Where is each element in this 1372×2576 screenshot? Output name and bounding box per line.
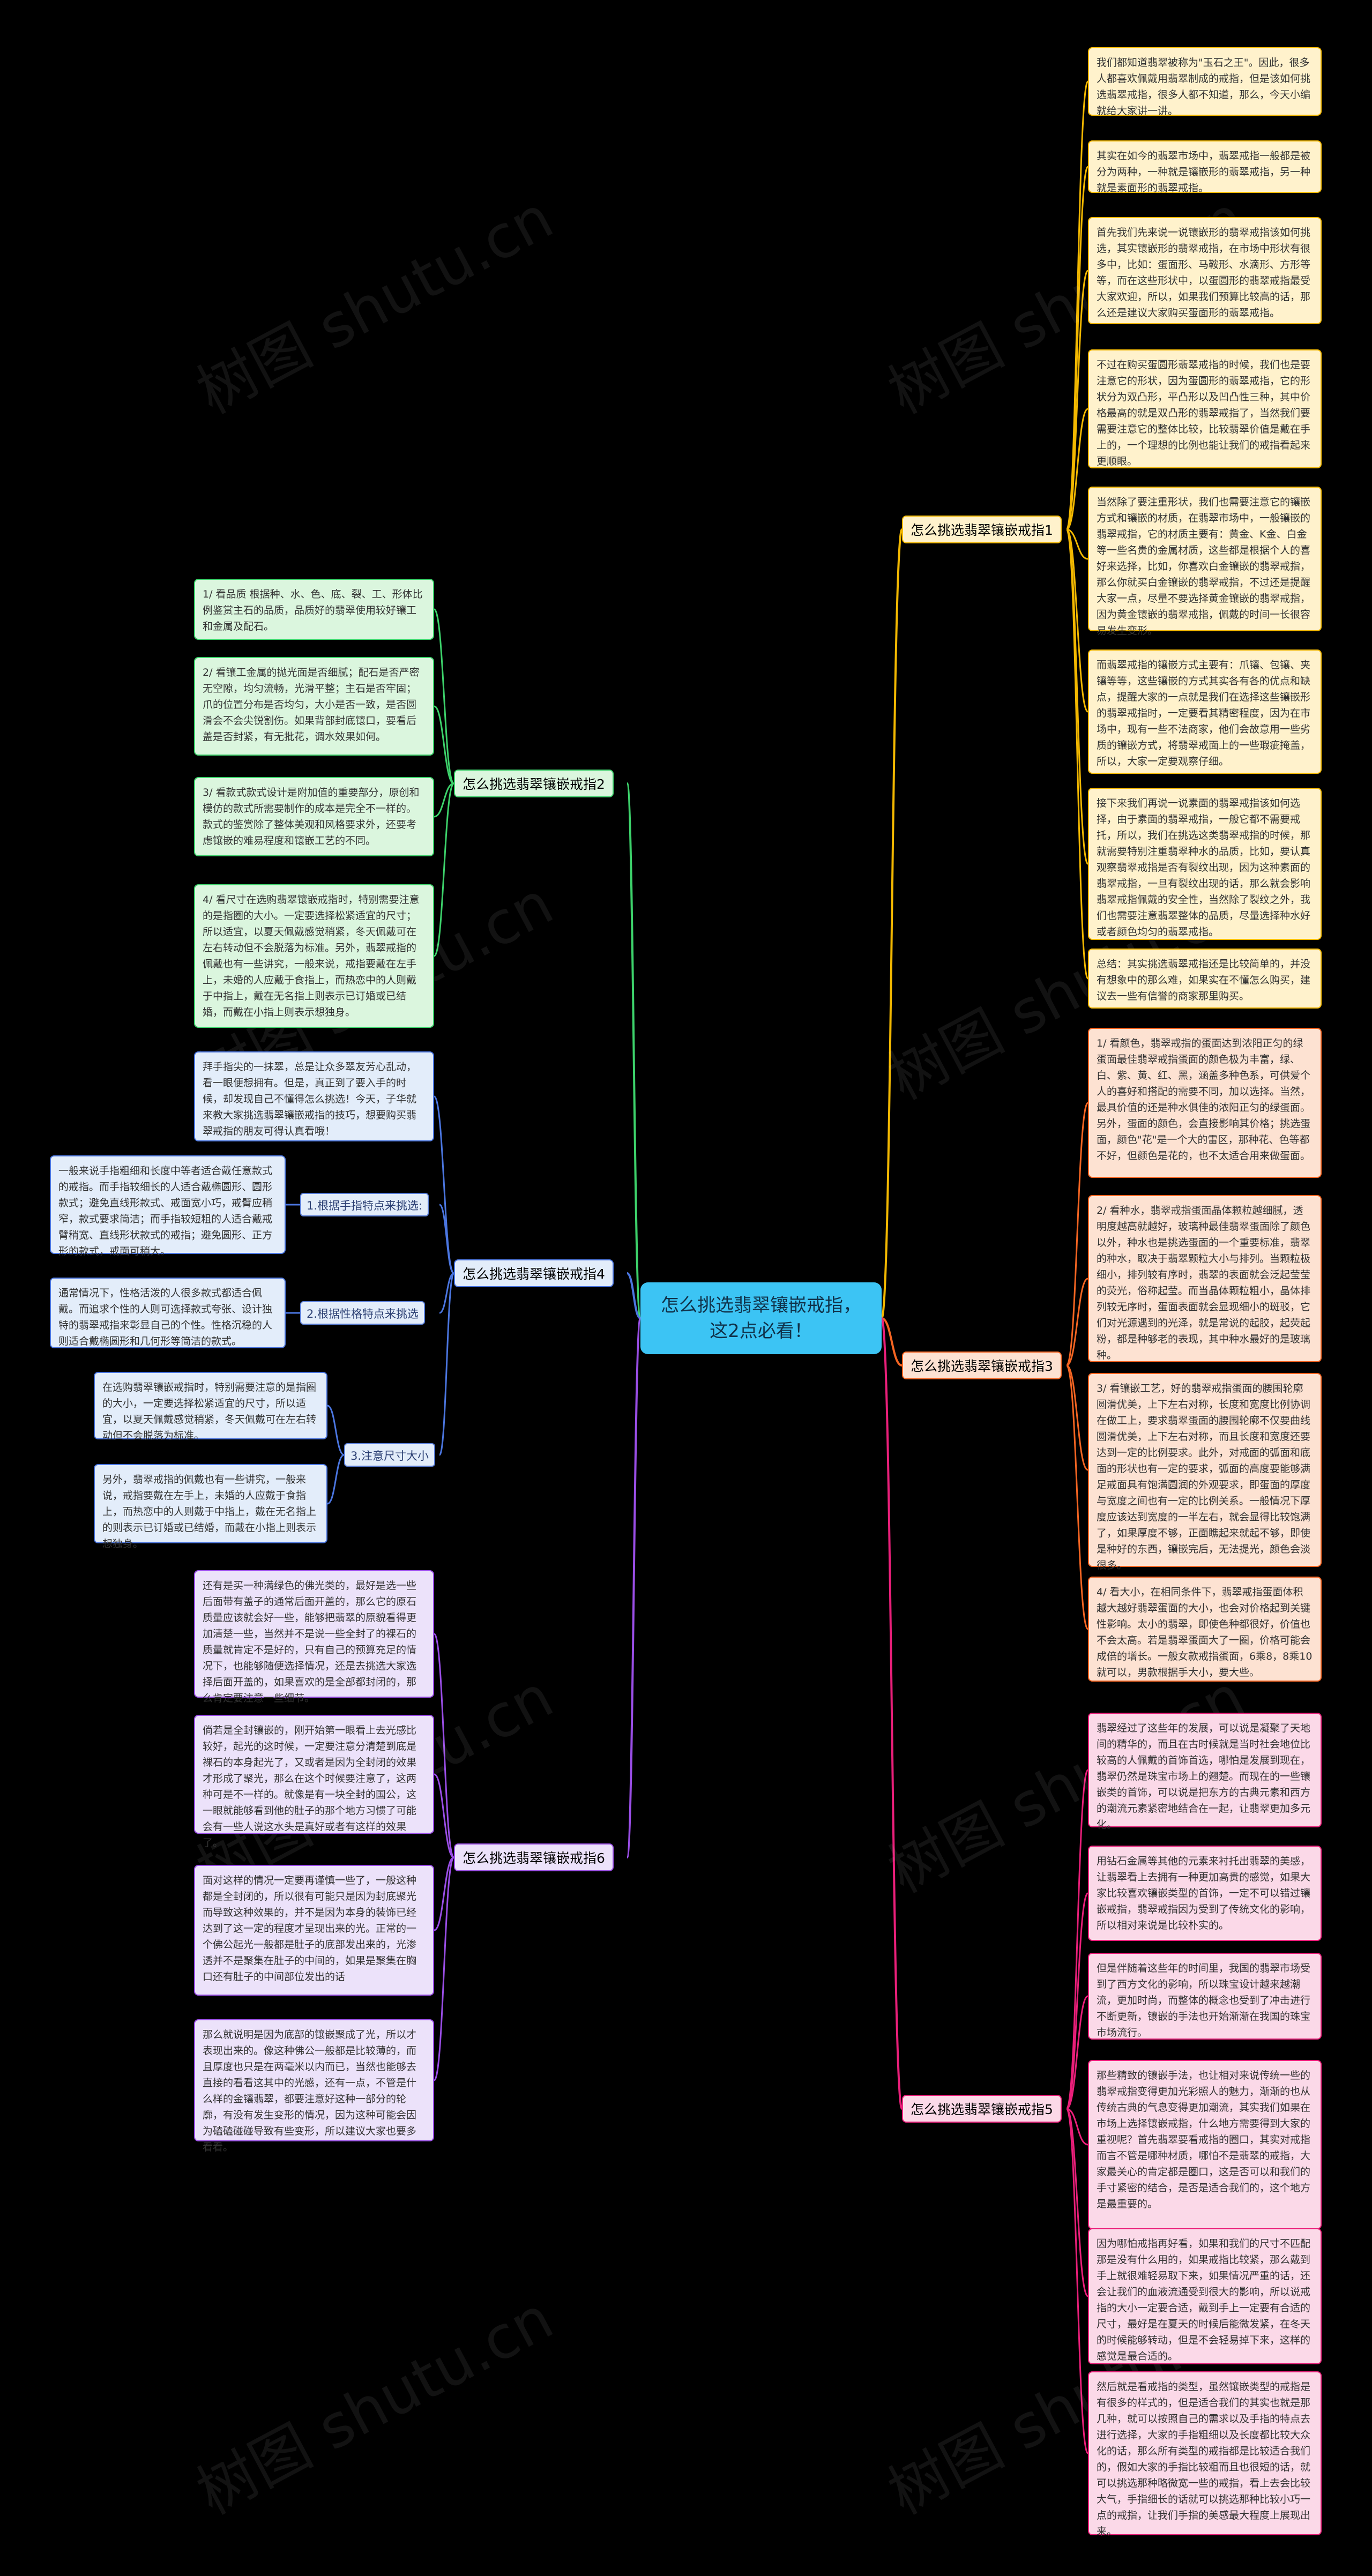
branch-4-sub-1-leaf: 一般来说手指粗细和长度中等者适合戴任意款式的戒指。而手指较细长的人适合戴椭圆形、… [50, 1155, 286, 1257]
branch-1-leaf: 接下来我们再说一说素面的翡翠戒指该如何选择，由于素面的翡翠戒指，一般它都不需要戒… [1088, 788, 1322, 940]
connector-line [434, 782, 454, 818]
branch-4-sub-1[interactable]: 1.根据手指特点来挑选: [300, 1193, 429, 1216]
branch-1-leaf: 我们都知道翡翠被称为"玉石之王"。因此，很多人都喜欢佩戴用翡翠制成的戒指，但是该… [1088, 47, 1322, 117]
branch-4-sub-3[interactable]: 3.注意尺寸大小 [344, 1443, 436, 1467]
connector-line [433, 1633, 455, 1858]
branch-5[interactable]: 怎么挑选翡翠镶嵌戒指5 [902, 2095, 1062, 2123]
branch-1-leaf: 而翡翠戒指的镶嵌方式主要有：爪镶、包镶、夹镶等等，这些镶嵌的方式其实各有各的优点… [1088, 649, 1322, 774]
branch-1-leaf: 当然除了要注重形状，我们也需要注意它的镶嵌方式和镶嵌的材质，在翡翠市场中，一般镶… [1088, 487, 1322, 637]
connector-line [1065, 2108, 1089, 2454]
branch-3-leaf: 2/ 看种水，翡翠戒指蛋面晶体颗粒越细腻，透明度越高就越好，玻璃种最佳翡翠蛋面除… [1088, 1195, 1322, 1362]
branch-6-leaf: 还有是买一种满绿色的佛光类的，最好是选一些后面带有盖子的通常后面开盖的，那么它的… [194, 1570, 434, 1704]
branch-5-leaf: 翡翠经过了这些年的发展，可以说是凝聚了天地间的精华的，而且在古时候就是当时社会地… [1088, 1713, 1322, 1831]
connector-line [433, 1856, 455, 2081]
branch-5-leaf: 用钻石金属等其他的元素来衬托出翡翠的美感，让翡翠看上去拥有一种更加高贵的感觉，如… [1088, 1846, 1322, 1941]
connector-line [881, 1317, 903, 2110]
branch-2-leaf: 1/ 看品质 根据种、水、色、底、裂、工、形体比例鉴赏主石的品质，品质好的翡翠使… [194, 579, 434, 640]
root-topic[interactable]: 怎么挑选翡翠镶嵌戒指，这2点必看！ [640, 1282, 882, 1354]
connector-line [626, 782, 642, 1319]
branch-6-leaf: 那么就说明是因为底部的镶嵌聚成了光，所以才表现出来的。像这种佛公一般都是比较薄的… [194, 2019, 434, 2153]
branch-3-leaf: 1/ 看颜色，翡翠戒指的蛋面达到浓阳正匀的绿蛋面最佳翡翠戒指蛋面的颜色极为丰富，… [1088, 1028, 1322, 1178]
connector-line [626, 1317, 642, 1858]
connector-line [1066, 2108, 1088, 2146]
branch-3-leaf: 3/ 看镶嵌工艺，好的翡翠戒指蛋面的腰围轮廓圆滑优美，上下左右对称，长度和宽度比… [1088, 1373, 1322, 1571]
connector-line [434, 1856, 454, 1931]
branch-6[interactable]: 怎么挑选翡翠镶嵌戒指6 [454, 1843, 614, 1871]
connector-line [438, 1272, 455, 1456]
connector-line [1065, 528, 1089, 980]
connector-line [1065, 528, 1089, 865]
connector-line [1065, 2108, 1089, 2297]
connector-line [1065, 270, 1089, 531]
connector-line [439, 1272, 454, 1314]
branch-1-leaf: 不过在购买蛋圆形翡翠戒指的时候，我们也是要注意它的形状，因为蛋圆形的翡翠戒指，它… [1088, 349, 1322, 468]
connector-line [1066, 1364, 1088, 1471]
branch-3-leaf: 4/ 看大小，在相同条件下，翡翠戒指蛋面体积越大越好翡翠蛋面的大小，也会对价格起… [1088, 1577, 1322, 1682]
branch-2-leaf: 4/ 看尺寸在选购翡翠镶嵌戒指时，特别需要注意的是指圈的大小。一定要选择松紧适宜… [194, 884, 434, 1028]
branch-1-leaf: 首先我们先来说一说镶嵌形的翡翠戒指该如何挑选，其实镶嵌形的翡翠戒指，在市场中形状… [1088, 217, 1322, 324]
connector-line [327, 1405, 345, 1456]
branch-4-sub-3-leaf: 另外，翡翠戒指的佩戴也有一些讲究，一般来说，戒指要戴在左手上，未婚的人应戴于食指… [94, 1464, 327, 1550]
connector-line [1065, 528, 1089, 713]
connector-line [1066, 1278, 1088, 1367]
branch-6-leaf: 面对这样的情况一定要再谨慎一些了，一般这种都是全封闭的，所以很有可能只是因为封底… [194, 1865, 434, 1996]
connector-line [1065, 1769, 1089, 2110]
connector-line [434, 705, 454, 785]
branch-4-sub-2[interactable]: 2.根据性格特点来挑选 [300, 1301, 426, 1325]
branch-4-intro: 拜手指尖的一抹翠，总是让众多翠友芳心乱动，看一眼便想拥有。但是，真正到了要入手的… [194, 1051, 434, 1141]
connector-line [1065, 1892, 1089, 2110]
branch-5-leaf: 然后就是看戒指的类型，虽然镶嵌类型的戒指是有很多的样式的，但是适合我们的其实也就… [1088, 2371, 1322, 2537]
connector-line [434, 1773, 454, 1858]
branch-3[interactable]: 怎么挑选翡翠镶嵌戒指3 [902, 1352, 1062, 1379]
branch-6-leaf: 倘若是全封镶嵌的，刚开始第一眼看上去光感比较好，起光的这时候，一定要注意分清楚到… [194, 1715, 434, 1849]
branch-4-sub-3-leaf: 在选购翡翠镶嵌戒指时，特别需要注意的是指圈的大小，一定要选择松紧适宜的尺寸，所以… [94, 1372, 327, 1442]
branch-1-leaf: 总结：其实挑选翡翠戒指还是比较简单的，并没有想象中的那么难，如果实在不懂怎么购买… [1088, 949, 1322, 1009]
branch-5-leaf: 那些精致的镶嵌手法，也让相对来说传统一些的翡翠戒指变得更加光彩照人的魅力，渐渐的… [1088, 2060, 1322, 2229]
branch-2-leaf: 3/ 看款式款式设计是附加值的重要部分，原创和模仿的款式所需要制作的成本是完全不… [194, 777, 434, 856]
branch-1[interactable]: 怎么挑选翡翠镶嵌戒指1 [902, 516, 1062, 543]
connector-line [439, 1204, 454, 1274]
connector-line [327, 1454, 345, 1505]
branch-2[interactable]: 怎么挑选翡翠镶嵌戒指2 [454, 770, 614, 797]
connector-line [881, 528, 903, 1319]
branch-1-leaf: 其实在如今的翡翠市场中，翡翠戒指一般都是被分为两种，一种就是镶嵌形的翡翠戒指，另… [1088, 140, 1322, 194]
connector-line [433, 608, 455, 785]
connector-line [881, 1317, 903, 1367]
connector-line [1065, 1102, 1089, 1367]
connector-line [1066, 408, 1088, 531]
connector-line [1065, 1364, 1089, 1630]
branch-5-leaf: 但是伴随着这些年的时间里，我国的翡翠市场受到了西方文化的影响，所以珠宝设计越来越… [1088, 1953, 1322, 2040]
branch-4[interactable]: 怎么挑选翡翠镶嵌戒指4 [454, 1259, 614, 1287]
connector-line [1066, 1995, 1088, 2110]
branch-2-leaf: 2/ 看镶工金属的抛光面是否细腻；配石是否严密无空隙，均匀流畅，光滑平整；主石是… [194, 657, 434, 756]
connector-line [433, 1095, 455, 1274]
connector-line [433, 782, 455, 957]
branch-4-sub-2-leaf: 通常情况下，性格活泼的人很多款式都适合佩戴。而追求个性的人则可选择款式夸张、设计… [50, 1278, 286, 1348]
connector-line [626, 1272, 642, 1319]
connector-line [1066, 528, 1088, 560]
branch-5-leaf: 因为哪怕戒指再好看，如果和我们的尺寸不匹配那是没有什么用的，如果戒指比较紧，那么… [1088, 2228, 1322, 2364]
